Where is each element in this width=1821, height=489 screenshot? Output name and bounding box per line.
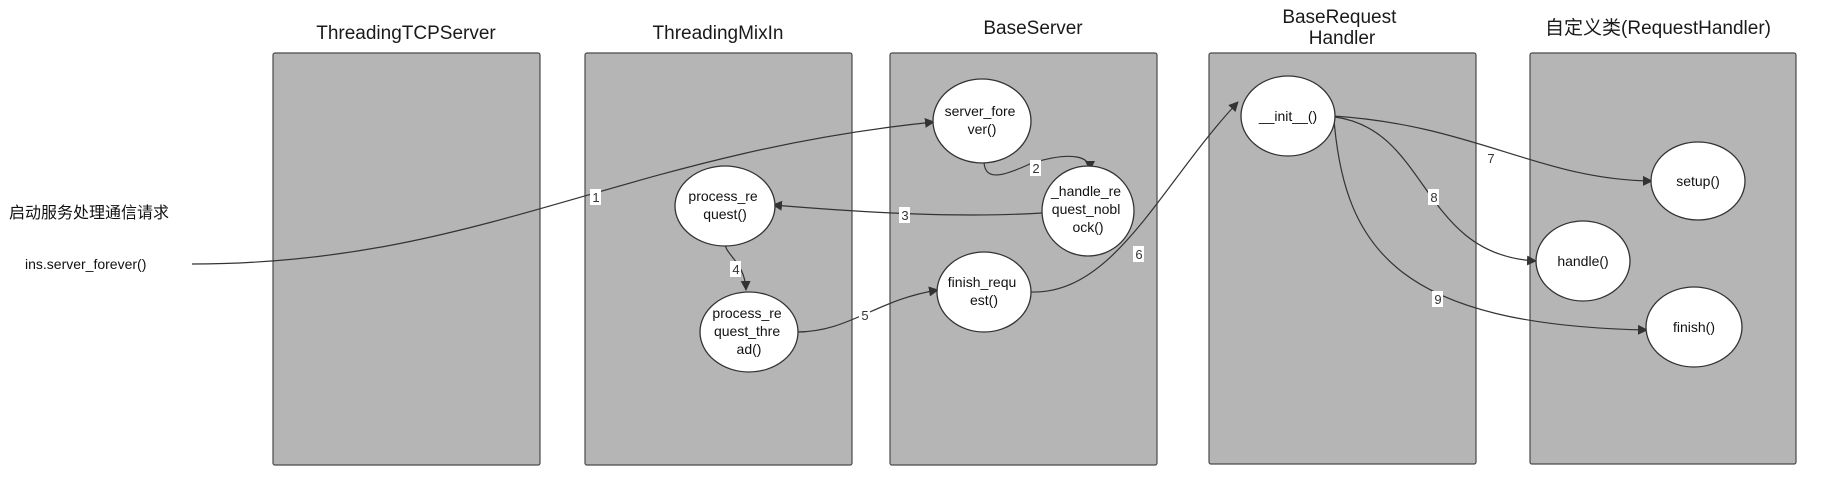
column-title-threading-mixin: ThreadingMixIn (653, 23, 784, 44)
column-title-custom-request-handler: 自定义类(RequestHandler) (1545, 17, 1771, 39)
edge-label-8: 8 (1428, 189, 1439, 205)
svg-text:4: 4 (732, 262, 739, 277)
node-finish: finish() (1645, 286, 1743, 368)
node-label-finish-request: finish_requ est() (948, 274, 1020, 308)
edge-label-4: 4 (730, 261, 741, 277)
svg-text:3: 3 (901, 208, 908, 223)
node-label-setup: setup() (1676, 173, 1720, 189)
lane-threading-mixin (584, 52, 853, 466)
edge-label-1: 1 (590, 189, 601, 205)
svg-text:9: 9 (1434, 292, 1441, 307)
edge-9 (1333, 119, 1648, 335)
column-title-base-server: BaseServer (983, 18, 1083, 39)
lane-threading-tcp-server (272, 52, 541, 466)
column-base-request-handler: BaseRequest Handler (1208, 7, 1477, 465)
node-handle: handle() (1535, 220, 1631, 302)
edge-label-5: 5 (859, 307, 870, 323)
svg-text:1: 1 (592, 190, 599, 205)
node-label-finish: finish() (1673, 319, 1715, 335)
node-label-process-request: process_re quest() (688, 188, 761, 222)
edge-6 (1029, 101, 1239, 293)
edge-3 (772, 200, 1043, 216)
edge-8 (1334, 116, 1537, 266)
column-title-base-request-handler: BaseRequest Handler (1282, 7, 1401, 49)
svg-text:6: 6 (1135, 247, 1142, 262)
svg-text:7: 7 (1487, 151, 1494, 166)
edge-7 (1332, 115, 1653, 186)
node-label-init: __init__() (1258, 108, 1317, 124)
node-finish-request: finish_requ est() (936, 251, 1032, 333)
svg-text:5: 5 (861, 308, 868, 323)
node-label-process-request-thread: process_re quest_thre ad() (712, 305, 785, 357)
edge-label-6: 6 (1133, 246, 1144, 262)
node-process-request-thread: process_re quest_thre ad() (699, 291, 799, 373)
node-label-server-forever: server_fore ver() (945, 103, 1020, 137)
node-label-handle: handle() (1557, 253, 1608, 269)
column-title-threading-tcp-server: ThreadingTCPServer (316, 23, 496, 44)
column-threading-tcp-server: ThreadingTCPServer (272, 23, 541, 466)
edge-label-3: 3 (899, 207, 910, 223)
svg-text:8: 8 (1430, 190, 1437, 205)
edge-label-2: 2 (1030, 160, 1041, 176)
node-server-forever: server_fore ver() (932, 78, 1032, 164)
side-heading: 启动服务处理通信请求 (9, 204, 169, 222)
edge-labels: 1 2 3 4 5 6 7 8 (590, 150, 1496, 323)
edge-label-9: 9 (1432, 291, 1443, 307)
node-label-handle-request-noblock: _handle_re quest_nobl ock() (1050, 183, 1125, 235)
edge-1 (191, 117, 935, 265)
server-forever-call-label: ins.server_forever() (25, 256, 146, 272)
lane-base-request-handler (1208, 52, 1477, 465)
column-threading-mixin: ThreadingMixIn (584, 23, 853, 466)
svg-text:2: 2 (1032, 161, 1039, 176)
edge-label-7: 7 (1485, 150, 1496, 166)
node-setup: setup() (1650, 141, 1746, 221)
node-process-request: process_re quest() (674, 165, 776, 247)
node-init: __init__() (1240, 75, 1336, 157)
node-handle-request-noblock: _handle_re quest_nobl ock() (1041, 165, 1135, 257)
